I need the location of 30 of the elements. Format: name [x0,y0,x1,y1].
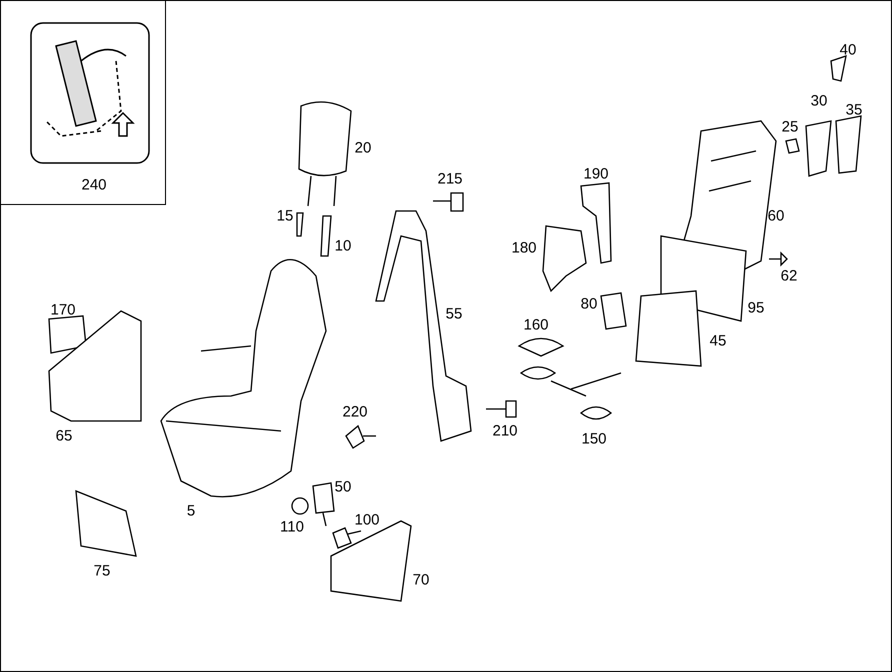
callout-number: 150 [581,432,607,446]
callout-number: 70 [412,572,430,588]
callout-number: 30 [810,94,828,108]
callout-number: 240 [81,178,107,192]
callout-number: 180 [511,240,537,256]
callout-number: 35 [846,102,862,118]
callout-number: 190 [583,166,609,182]
callout-number: 20 [354,140,372,156]
callout-number: 62 [780,268,798,284]
inset-panel [1,1,166,205]
callout-number: 160 [523,318,549,332]
callout-number: 110 [280,520,304,534]
callout-number: 75 [94,564,110,578]
callout-number: 40 [840,42,856,58]
callout-number: 95 [748,300,764,316]
callout-number: 5 [186,504,196,518]
callout-number: 15 [276,208,294,224]
callout-number: 80 [580,296,598,312]
callout-number: 55 [446,306,462,322]
callout-number: 215 [437,172,463,186]
callout-number: 50 [334,480,352,494]
callout-number: 10 [334,238,352,254]
callout-number: 100 [354,512,380,528]
callout-number: 170 [50,302,76,318]
callout-number: 60 [768,208,784,224]
callout-number: 25 [782,120,798,134]
callout-number: 45 [710,334,726,348]
callout-number: 65 [56,428,72,444]
callout-number: 210 [492,424,518,438]
callout-number: 220 [342,404,368,420]
